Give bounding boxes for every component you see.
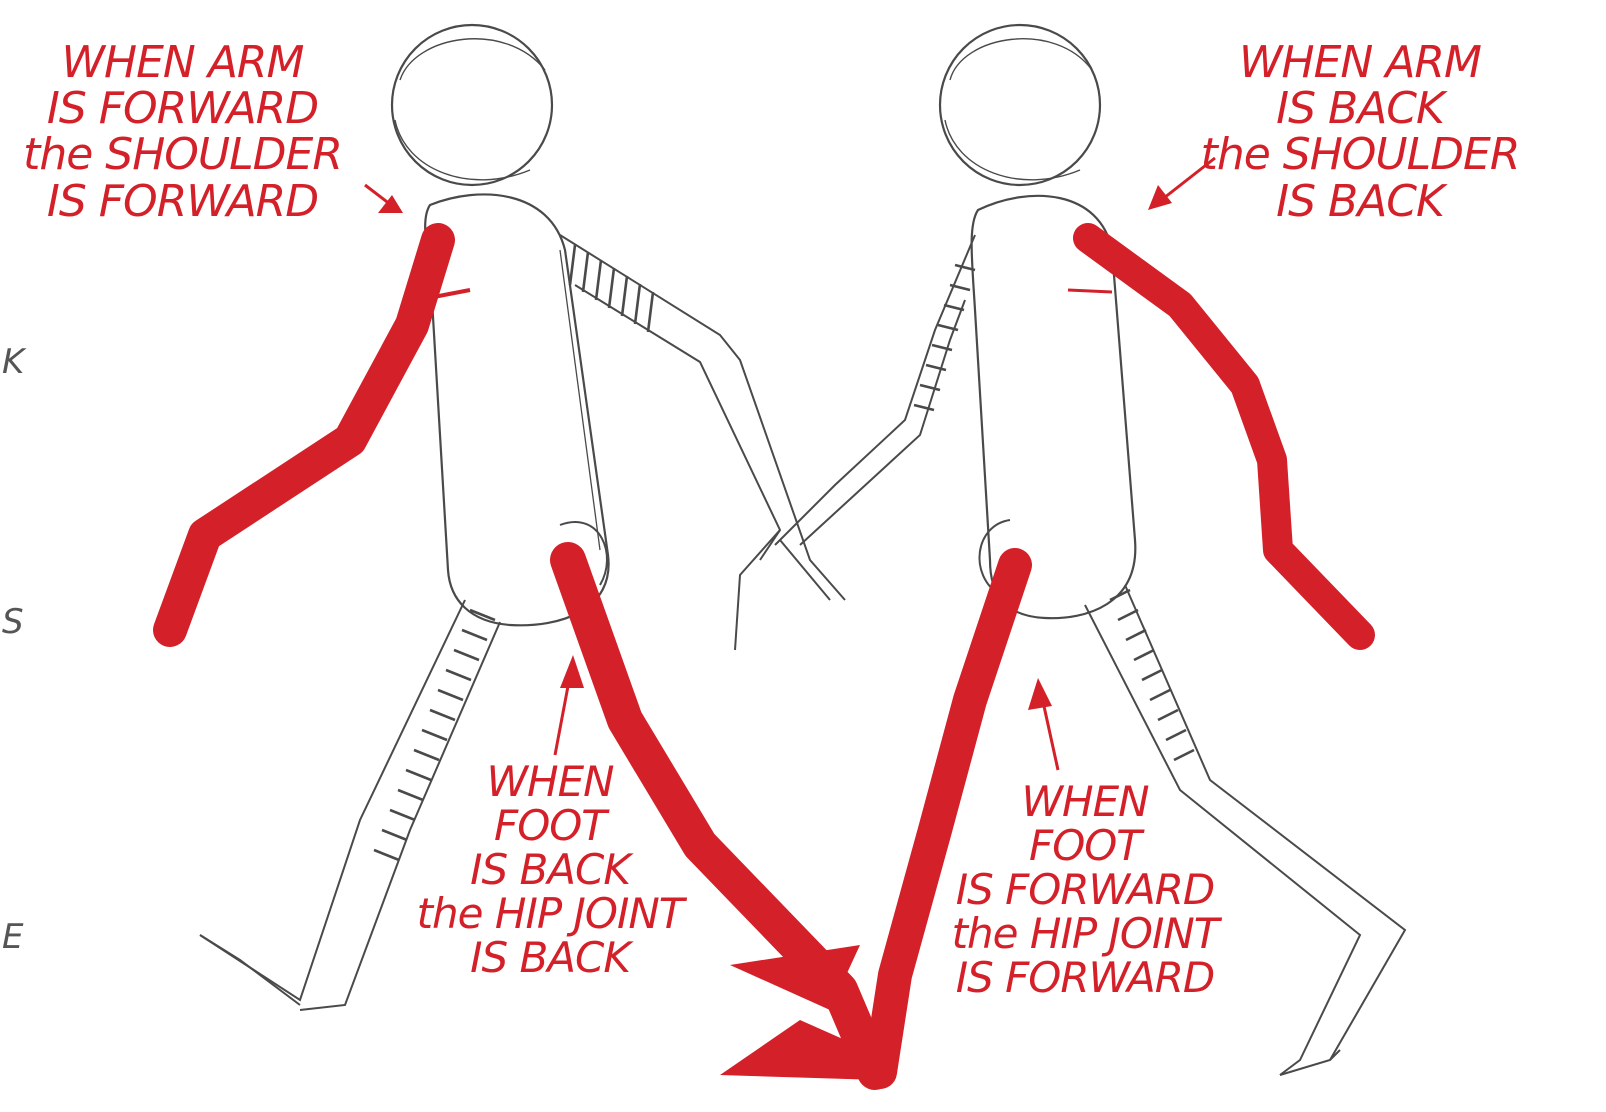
right-figure-head	[940, 25, 1100, 185]
note-foot-back-line-1: WHEN	[400, 760, 700, 804]
note-foot-back-line-2: FOOT	[400, 804, 700, 848]
note-arm-forward: WHEN ARM IS FORWARD the SHOULDER IS FORW…	[10, 40, 355, 225]
note-arm-back-line-1: WHEN ARM	[1160, 40, 1560, 86]
right-figure-near-arm	[1088, 238, 1360, 635]
note-foot-forward-line-3: IS FORWARD	[920, 868, 1250, 912]
note-foot-back: WHEN FOOT IS BACK the HIP JOINT IS BACK	[400, 760, 700, 980]
note-foot-back-line-5: IS BACK	[400, 936, 700, 980]
note-foot-forward-line-1: WHEN	[920, 780, 1250, 824]
edge-fragment-1: K	[2, 345, 24, 379]
arrow-to-left-shoulder	[365, 185, 403, 213]
left-figure-near-arm	[170, 240, 438, 630]
note-arm-forward-line-1: WHEN ARM	[10, 40, 355, 86]
right-figure-far-arm	[775, 235, 975, 545]
arrow-to-right-hip	[1028, 678, 1058, 770]
note-arm-forward-line-4: IS FORWARD	[10, 179, 355, 225]
edge-fragment-3: E	[2, 920, 23, 954]
note-foot-forward-line-2: FOOT	[920, 824, 1250, 868]
note-foot-forward: WHEN FOOT IS FORWARD the HIP JOINT IS FO…	[920, 780, 1250, 1000]
note-arm-back-line-2: IS BACK	[1160, 86, 1560, 132]
note-foot-forward-line-4: the HIP JOINT	[920, 912, 1250, 956]
note-foot-back-line-3: IS BACK	[400, 848, 700, 892]
note-arm-back-line-4: IS BACK	[1160, 179, 1560, 225]
note-arm-back-line-3: the SHOULDER	[1160, 132, 1560, 178]
edge-fragment-2: S	[2, 605, 24, 639]
note-foot-forward-line-5: IS FORWARD	[920, 956, 1250, 1000]
left-figure-head	[392, 25, 552, 185]
note-arm-forward-line-3: the SHOULDER	[10, 132, 355, 178]
note-arm-back: WHEN ARM IS BACK the SHOULDER IS BACK	[1160, 40, 1560, 225]
arrow-to-left-hip	[555, 655, 584, 755]
note-arm-forward-line-2: IS FORWARD	[10, 86, 355, 132]
note-foot-back-line-4: the HIP JOINT	[400, 892, 700, 936]
